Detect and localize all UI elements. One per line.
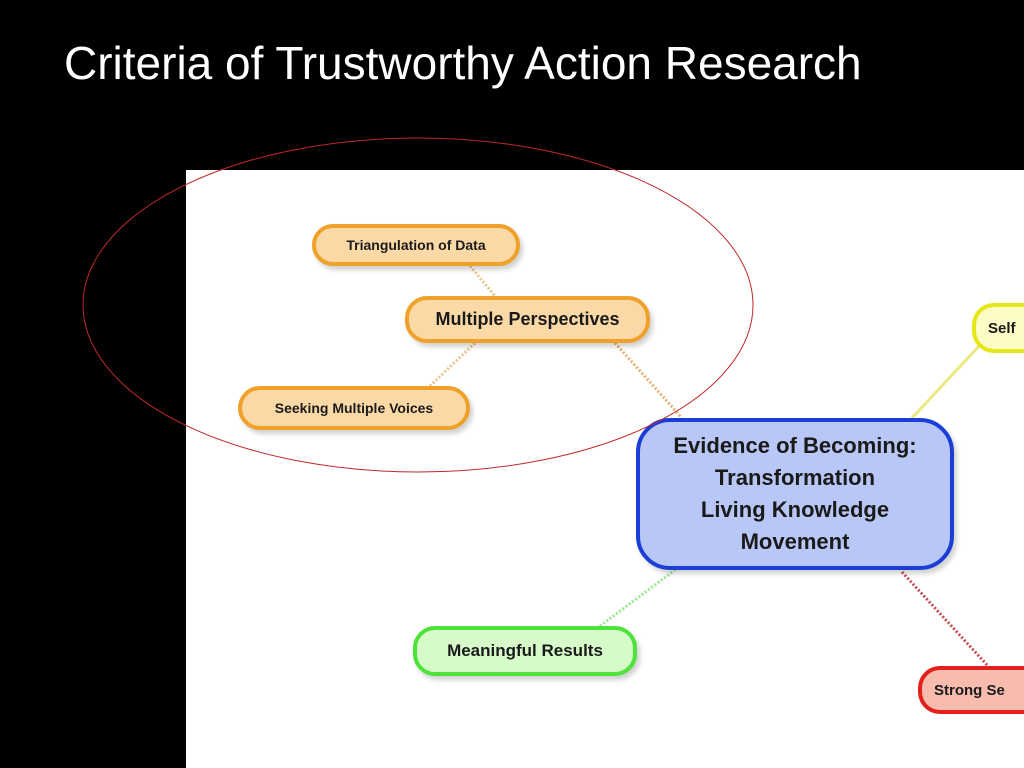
node-label: Meaningful Results [447,641,603,660]
node-strong: Strong Se [918,666,1024,714]
connector-strong [900,570,990,668]
node-label: Triangulation of Data [346,237,486,253]
node-multiple-perspectives: Multiple Perspectives [405,296,650,343]
node-central-evidence-of-becoming: Evidence of Becoming: Transformation Liv… [636,418,954,570]
node-seeking-multiple-voices: Seeking Multiple Voices [238,386,470,430]
node-triangulation-of-data: Triangulation of Data [312,224,520,266]
connector-self [910,343,982,420]
node-label: Seeking Multiple Voices [274,400,434,416]
node-label: Self [988,319,1016,337]
central-line-3: Living Knowledge [700,497,890,522]
slide-title: Criteria of Trustworthy Action Research [64,37,862,89]
node-label: Strong Se [934,681,1005,699]
connector-meaningful [599,568,676,628]
central-line-2: Transformation [714,465,876,490]
connector-triangulation [468,265,497,297]
connector-perspectives [613,342,684,419]
central-line-4: Movement [740,529,850,554]
node-meaningful-results: Meaningful Results [413,626,637,676]
central-line-1: Evidence of Becoming: [673,433,917,458]
node-self: Self [972,303,1024,353]
node-label: Multiple Perspectives [435,309,620,329]
connector-seeking [428,341,477,388]
